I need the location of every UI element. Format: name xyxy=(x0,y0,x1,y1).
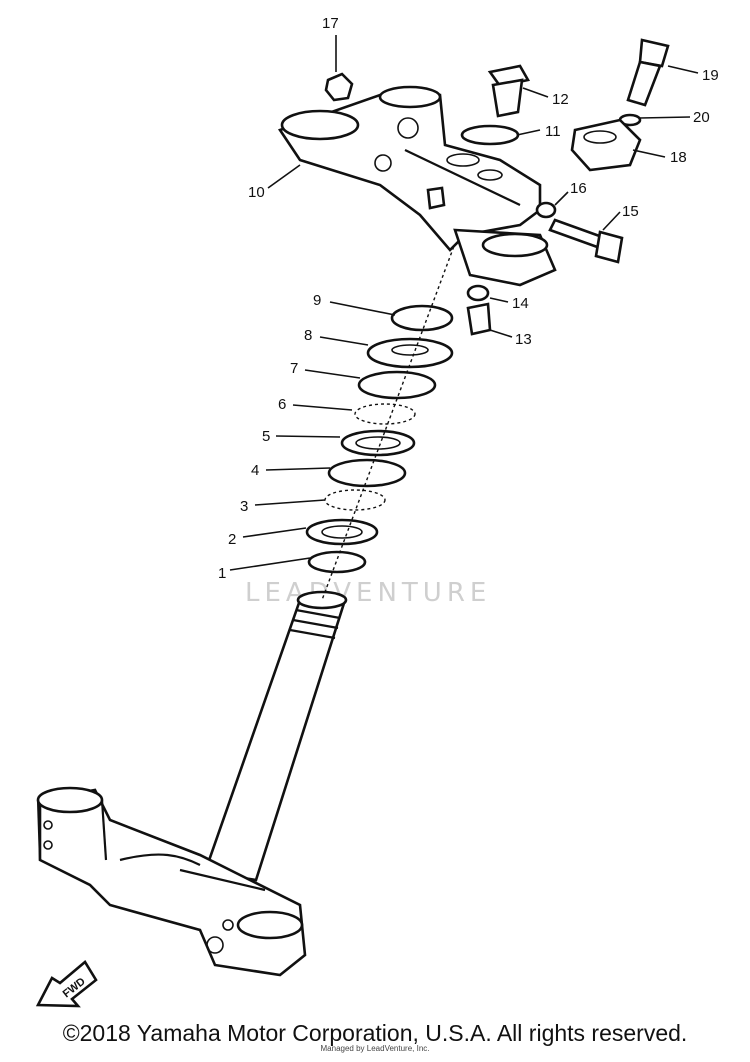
watermark-text: LEADVENTURE xyxy=(245,578,491,608)
label-14: 14 xyxy=(512,295,529,312)
label-6: 6 xyxy=(278,396,286,413)
copyright-text: ©2018 Yamaha Motor Corporation, U.S.A. A… xyxy=(62,1020,688,1046)
part-2 xyxy=(305,518,379,546)
part-17 xyxy=(324,72,354,102)
part-1 xyxy=(307,550,367,574)
steering-stem-lower-bracket xyxy=(36,590,348,977)
label-1: 1 xyxy=(218,565,226,582)
part-3 xyxy=(324,489,386,511)
part-9 xyxy=(390,304,454,332)
label-2: 2 xyxy=(228,531,236,548)
label-12: 12 xyxy=(552,91,569,108)
callout-labels: 17 12 19 20 11 18 10 16 15 14 13 9 8 7 6… xyxy=(218,15,719,582)
label-20: 20 xyxy=(693,109,710,126)
label-13: 13 xyxy=(515,331,532,348)
label-11: 11 xyxy=(545,123,561,140)
part-13 xyxy=(466,302,492,336)
label-8: 8 xyxy=(304,327,312,344)
fwd-arrow-icon: FWD xyxy=(35,960,98,1008)
label-5: 5 xyxy=(262,428,270,445)
part-6 xyxy=(354,403,416,425)
part-18 xyxy=(570,118,642,172)
bearing-stack xyxy=(305,229,461,601)
label-10: 10 xyxy=(248,184,265,201)
part-19 xyxy=(638,38,670,68)
fasteners xyxy=(324,38,670,336)
label-18: 18 xyxy=(670,149,687,166)
part-5 xyxy=(340,429,416,457)
upper-bracket xyxy=(277,85,557,287)
label-17: 17 xyxy=(322,15,339,32)
part-4 xyxy=(327,458,407,488)
label-4: 4 xyxy=(251,462,259,479)
label-19: 19 xyxy=(702,67,719,84)
label-9: 9 xyxy=(313,292,321,309)
label-16: 16 xyxy=(570,180,587,197)
part-7 xyxy=(357,370,437,400)
part-8 xyxy=(366,337,454,369)
label-3: 3 xyxy=(240,498,248,515)
part-11 xyxy=(460,124,520,146)
leader-lines xyxy=(229,35,699,571)
part-14 xyxy=(466,284,490,302)
managed-by-note: Managed by LeadVenture, Inc. xyxy=(320,1044,430,1053)
part-16 xyxy=(535,201,557,219)
label-15: 15 xyxy=(622,203,639,220)
label-7: 7 xyxy=(290,360,298,377)
